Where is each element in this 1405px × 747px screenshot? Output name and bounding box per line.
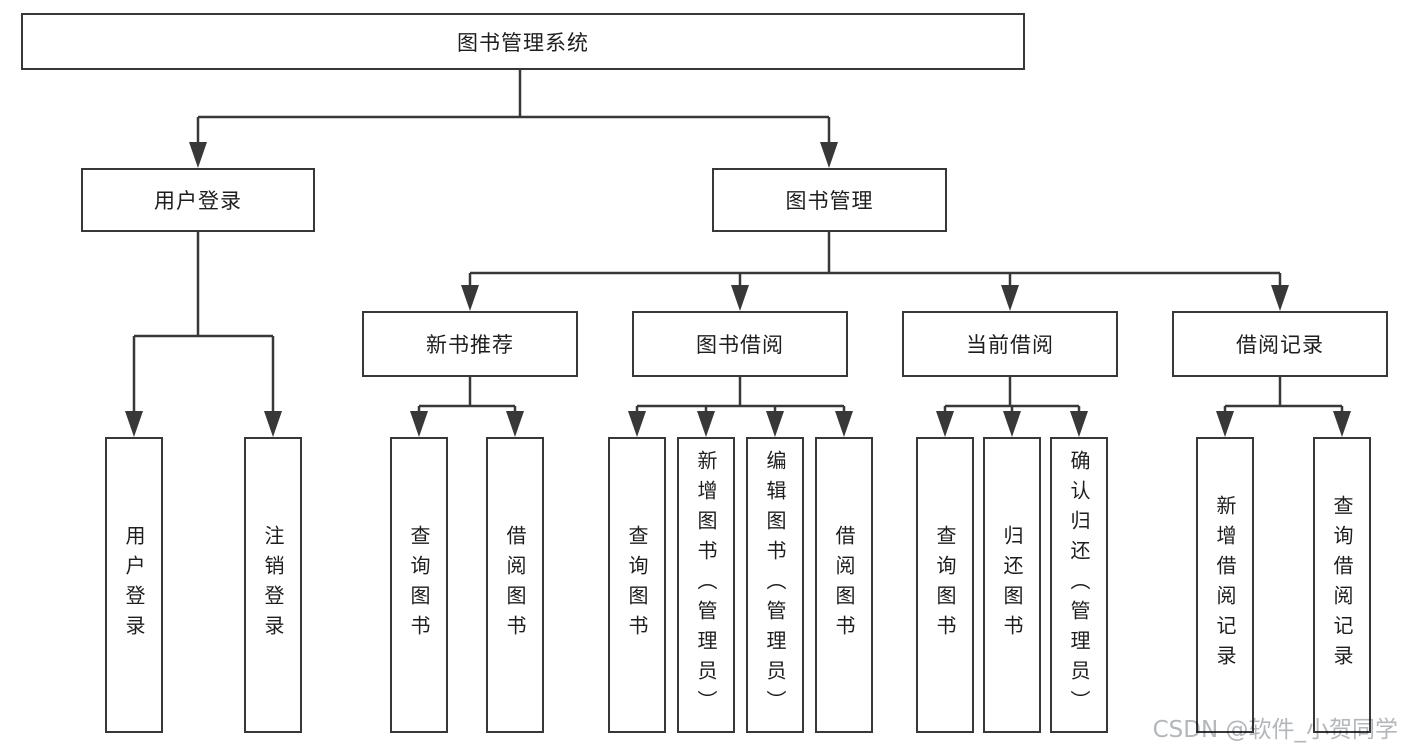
arrow-down-icon (1333, 411, 1351, 437)
arrow-down-icon (1070, 411, 1088, 437)
node-leaf-borrowing-query-books: 查询图书 (608, 437, 666, 733)
node-book-borrowing-label: 图书借阅 (696, 333, 784, 357)
node-leaf-borrowing-borrow-books-label: 借阅图书 (832, 525, 856, 645)
arrow-down-icon (410, 411, 428, 437)
node-leaf-borrowing-add-books-admin: 新增图书（管理员） (677, 437, 735, 733)
arrow-down-icon (1216, 411, 1234, 437)
arrow-down-icon (835, 411, 853, 437)
node-leaf-current-query-books: 查询图书 (916, 437, 974, 733)
node-leaf-borrowing-edit-books-admin: 编辑图书（管理员） (746, 437, 804, 733)
node-leaf-current-confirm-return-admin-label: 确认归还（管理员） (1067, 450, 1091, 720)
node-current-borrowing-label: 当前借阅 (966, 333, 1054, 357)
node-leaf-recommend-borrow-books: 借阅图书 (486, 437, 544, 733)
arrow-down-icon (766, 411, 784, 437)
arrow-down-icon (506, 411, 524, 437)
node-user-login-group-label: 用户登录 (154, 189, 242, 213)
node-leaf-borrowing-edit-books-admin-label: 编辑图书（管理员） (763, 450, 787, 720)
node-leaf-add-borrow-record-label: 新增借阅记录 (1213, 495, 1237, 675)
node-leaf-borrowing-add-books-admin-label: 新增图书（管理员） (694, 450, 718, 720)
node-new-book-recommend-label: 新书推荐 (426, 333, 514, 357)
node-leaf-add-borrow-record: 新增借阅记录 (1196, 437, 1254, 733)
node-borrowing-records-label: 借阅记录 (1236, 333, 1324, 357)
node-book-management-group: 图书管理 (712, 168, 947, 232)
arrow-down-icon (461, 285, 479, 311)
arrow-down-icon (820, 142, 838, 168)
node-new-book-recommend: 新书推荐 (362, 311, 578, 377)
arrow-down-icon (1003, 411, 1021, 437)
node-user-login-group: 用户登录 (81, 168, 315, 232)
arrow-down-icon (936, 411, 954, 437)
node-leaf-user-login: 用户登录 (105, 437, 163, 733)
arrow-down-icon (628, 411, 646, 437)
node-book-borrowing: 图书借阅 (632, 311, 848, 377)
node-root-system: 图书管理系统 (21, 13, 1025, 70)
node-leaf-recommend-query-books: 查询图书 (390, 437, 448, 733)
arrow-down-icon (189, 142, 207, 168)
node-leaf-current-confirm-return-admin: 确认归还（管理员） (1050, 437, 1108, 733)
node-book-management-group-label: 图书管理 (785, 189, 874, 213)
arrow-down-icon (697, 411, 715, 437)
node-borrowing-records: 借阅记录 (1172, 311, 1388, 377)
node-leaf-current-return-books-label: 归还图书 (1000, 525, 1024, 645)
node-leaf-query-borrow-record: 查询借阅记录 (1313, 437, 1371, 733)
arrow-down-icon (731, 285, 749, 311)
node-leaf-current-query-books-label: 查询图书 (933, 525, 957, 645)
node-leaf-query-borrow-record-label: 查询借阅记录 (1330, 495, 1354, 675)
node-leaf-user-login-label: 用户登录 (122, 525, 146, 645)
arrow-down-icon (1001, 285, 1019, 311)
node-leaf-recommend-borrow-books-label: 借阅图书 (503, 525, 527, 645)
arrow-down-icon (1271, 285, 1289, 311)
node-leaf-borrowing-borrow-books: 借阅图书 (815, 437, 873, 733)
node-leaf-current-return-books: 归还图书 (983, 437, 1041, 733)
node-leaf-recommend-query-books-label: 查询图书 (407, 525, 431, 645)
node-leaf-logout-label: 注销登录 (261, 525, 285, 645)
node-root-system-label: 图书管理系统 (457, 30, 589, 55)
node-leaf-borrowing-query-books-label: 查询图书 (625, 525, 649, 645)
node-current-borrowing: 当前借阅 (902, 311, 1118, 377)
arrow-down-icon (125, 411, 143, 437)
arrow-down-icon (264, 411, 282, 437)
watermark-text: CSDN @软件_小贺同学 (1152, 717, 1398, 743)
node-leaf-logout: 注销登录 (244, 437, 302, 733)
arrowhead-icons (125, 142, 1351, 437)
